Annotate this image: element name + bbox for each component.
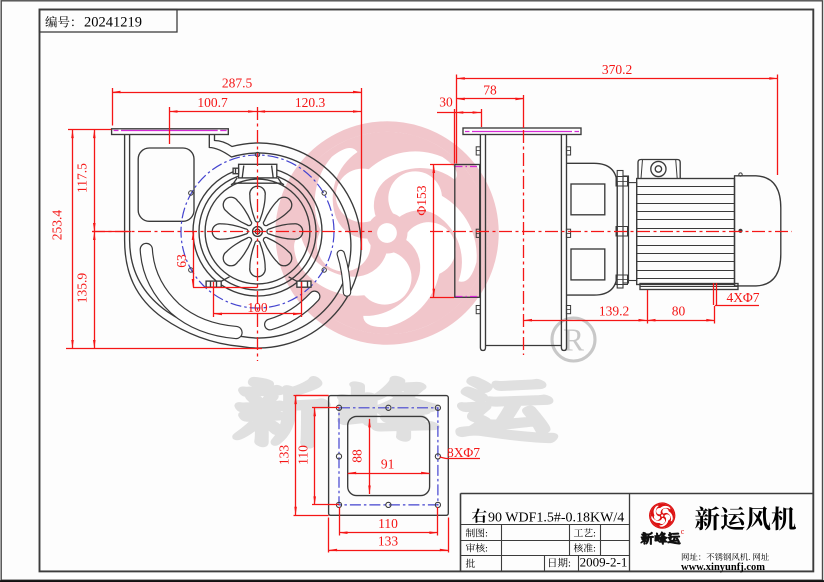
svg-text:20241219: 20241219 bbox=[84, 14, 142, 30]
svg-text:63: 63 bbox=[174, 254, 189, 268]
svg-text::: : bbox=[485, 529, 488, 540]
svg-text:.: . bbox=[748, 553, 750, 562]
svg-text:110: 110 bbox=[296, 445, 311, 465]
svg-text:287.5: 287.5 bbox=[222, 76, 253, 91]
svg-text::: : bbox=[568, 559, 571, 570]
svg-text:117.5: 117.5 bbox=[75, 163, 90, 193]
svg-text:139.2: 139.2 bbox=[599, 303, 629, 318]
svg-text:4XΦ7: 4XΦ7 bbox=[726, 290, 759, 305]
svg-text:8XΦ7: 8XΦ7 bbox=[447, 445, 480, 460]
svg-text::: : bbox=[593, 529, 596, 540]
svg-text:78: 78 bbox=[483, 83, 497, 98]
svg-text:www.xinyunfj.com: www.xinyunfj.com bbox=[681, 562, 765, 573]
svg-text:110: 110 bbox=[378, 516, 398, 531]
svg-text:80: 80 bbox=[672, 303, 686, 318]
svg-text:91: 91 bbox=[381, 457, 395, 472]
svg-text:Φ153: Φ153 bbox=[414, 185, 429, 215]
svg-text:2009-2-1: 2009-2-1 bbox=[580, 555, 628, 570]
svg-text:100.7: 100.7 bbox=[197, 95, 228, 110]
svg-text:133: 133 bbox=[277, 445, 292, 466]
svg-text:88: 88 bbox=[350, 449, 365, 463]
svg-text:133: 133 bbox=[378, 534, 399, 549]
svg-text:R: R bbox=[563, 323, 584, 358]
svg-text:30: 30 bbox=[439, 95, 453, 110]
svg-text::: : bbox=[593, 544, 596, 555]
svg-text:370.2: 370.2 bbox=[602, 62, 632, 77]
svg-text::: : bbox=[485, 544, 488, 555]
svg-text:c: c bbox=[681, 527, 685, 536]
svg-text:253.4: 253.4 bbox=[50, 210, 65, 241]
svg-text:120.3: 120.3 bbox=[295, 95, 326, 110]
svg-text:90 WDF1.5#-0.18KW/4: 90 WDF1.5#-0.18KW/4 bbox=[488, 511, 624, 526]
svg-text:135.9: 135.9 bbox=[75, 273, 90, 304]
